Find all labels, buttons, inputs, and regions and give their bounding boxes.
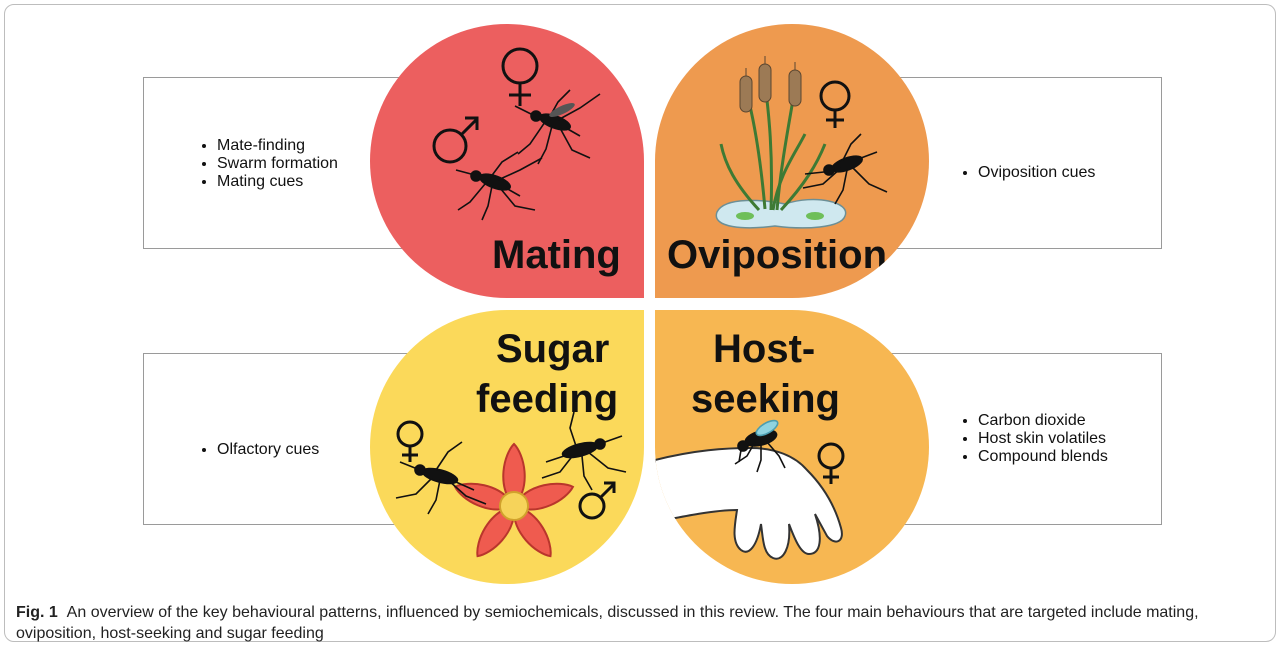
host-seeking-artwork	[655, 419, 845, 560]
male-symbol-icon	[432, 116, 479, 164]
host-seeking-title-line2: seeking	[691, 377, 840, 421]
list-item: Mating cues	[217, 173, 338, 191]
male-symbol-icon	[578, 481, 616, 520]
mosquito-icon	[395, 441, 487, 515]
oviposition-petal: Oviposition	[655, 24, 929, 298]
oviposition-cues-list: Oviposition cues	[938, 148, 1095, 198]
host-seeking-title-line1: Host-	[713, 327, 816, 371]
sugar-feeding-title-line2: feeding	[476, 377, 619, 421]
mosquito-icon	[455, 151, 543, 221]
figure-caption: Fig. 1 An overview of the key behavioura…	[16, 602, 1266, 644]
sugar-feeding-petal: Sugar feeding	[370, 310, 644, 584]
oviposition-title: Oviposition	[667, 233, 887, 277]
mating-cues-list: Mate-finding Swarm formation Mating cues	[177, 121, 338, 207]
female-symbol-icon	[819, 80, 851, 128]
hand-icon	[655, 446, 843, 560]
mosquito-icon	[734, 419, 786, 473]
host-cues-list: Carbon dioxide Host skin volatiles Compo…	[938, 396, 1108, 482]
sugar-cues-list: Olfactory cues	[177, 425, 319, 475]
mosquito-icon	[802, 133, 888, 205]
mating-artwork	[432, 47, 601, 221]
cattail-plants-icon	[719, 83, 827, 212]
mosquito-icon	[541, 411, 627, 491]
mating-petal: Mating	[370, 24, 644, 298]
sugar-feeding-artwork	[395, 411, 627, 558]
caption-text: An overview of the key behavioural patte…	[16, 604, 1199, 642]
cattail-heads-icon	[739, 56, 802, 113]
oviposition-artwork	[715, 56, 888, 229]
mating-title: Mating	[492, 233, 621, 277]
mosquito-icon	[514, 89, 601, 165]
list-item: Carbon dioxide	[978, 412, 1108, 430]
list-item: Swarm formation	[217, 155, 338, 173]
female-symbol-icon	[396, 420, 424, 462]
list-item: Mate-finding	[217, 137, 338, 155]
figure-frame	[4, 4, 1276, 642]
list-item: Host skin volatiles	[978, 430, 1108, 448]
host-seeking-petal: Host- seeking	[655, 310, 929, 584]
female-symbol-icon	[817, 442, 845, 484]
sugar-feeding-title-line1: Sugar	[496, 327, 610, 371]
figure-label: Fig. 1	[16, 604, 58, 621]
flower-icon	[453, 442, 575, 558]
water-puddle-icon	[715, 198, 847, 229]
female-symbol-icon	[501, 47, 539, 106]
list-item: Compound blends	[978, 448, 1108, 466]
list-item: Oviposition cues	[978, 164, 1095, 182]
list-item: Olfactory cues	[217, 441, 319, 459]
